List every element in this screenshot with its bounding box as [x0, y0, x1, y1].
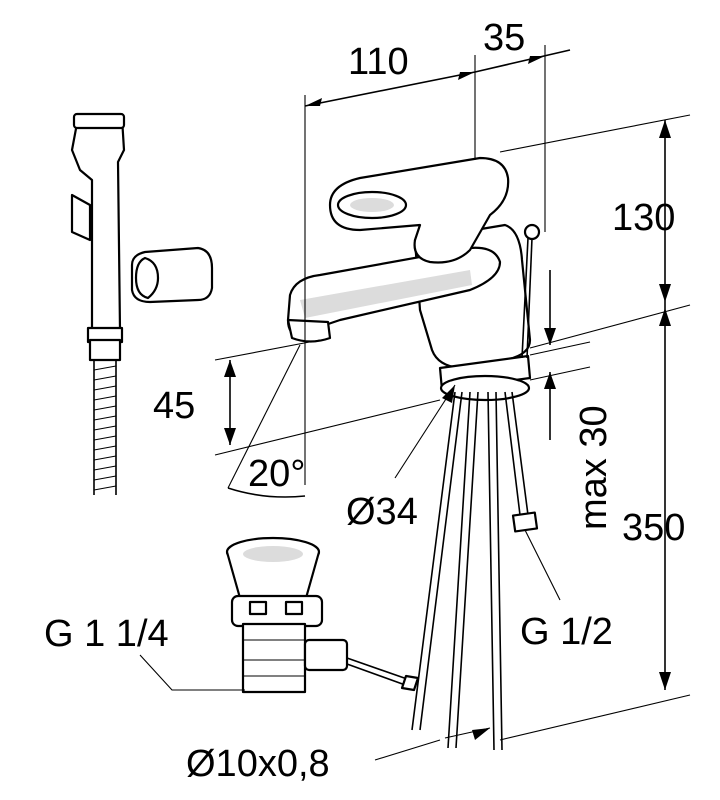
popup-rod: [521, 223, 541, 359]
hose-size-label: Ø10x0,8: [186, 743, 330, 785]
dim-350-label: 350: [622, 507, 685, 549]
waste-valve: [225, 536, 420, 694]
hand-shower: [70, 112, 126, 362]
supply-hoses: [411, 391, 539, 751]
dimension-lines: [139, 45, 691, 761]
shower-hose: [93, 360, 117, 495]
max-30-label: max 30: [573, 405, 615, 530]
faucet-body: [286, 156, 532, 402]
thread-small-label: G 1/2: [520, 611, 613, 653]
shower-wall-holder: [130, 246, 214, 304]
diameter-base-label: Ø34: [346, 491, 418, 533]
dim-110-label: 110: [348, 41, 409, 83]
dim-45-label: 45: [153, 385, 195, 427]
angle-label: 20°: [248, 453, 305, 495]
thread-large-label: G 1 1/4: [44, 613, 169, 655]
dim-130-label: 130: [612, 197, 675, 239]
dim-35-label: 35: [483, 17, 525, 59]
